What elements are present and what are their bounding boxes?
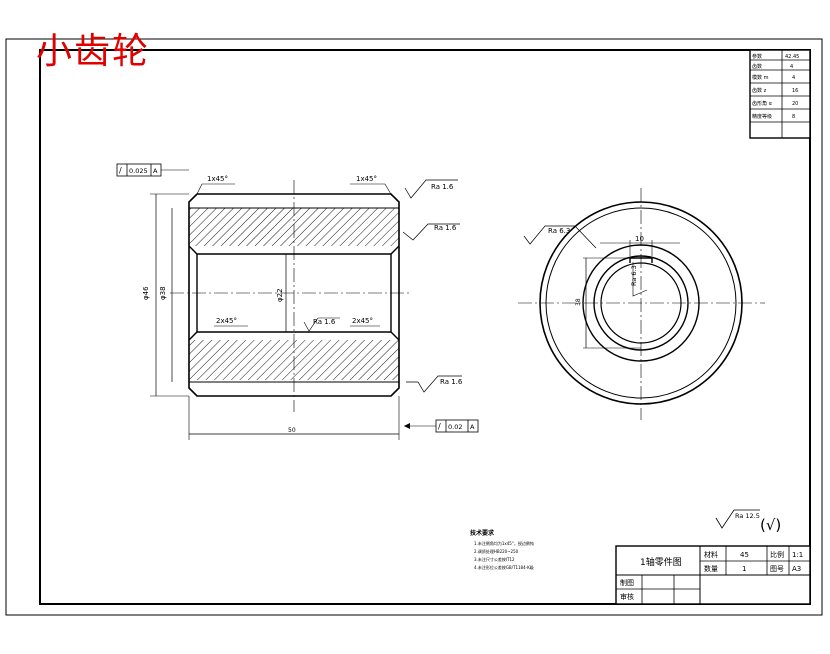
params-label: 齿数 [752, 63, 762, 70]
params-value: 4 [790, 64, 793, 70]
runout-top: / 0.025 A [116, 163, 189, 177]
dim-bore: φ22 [276, 288, 284, 302]
chamfer-br: 2x45° [352, 317, 373, 325]
outer-frame [5, 38, 823, 616]
params-label: 模数 m [752, 74, 769, 81]
scale-label: 比例 [770, 550, 784, 559]
note-line: 3.未注尺寸公差按IT12 [474, 556, 515, 562]
drawing-no-value: A3 [792, 565, 801, 573]
sleeve-outline [188, 193, 400, 397]
ra-bottom-right-label: Ra 1.6 [440, 378, 463, 386]
chamfer-tl: 1x45° [207, 175, 228, 183]
tech-notes: 技术要求 1.未注倒角均为1x45°，锐边倒钝 2.调质处理HB220~250 … [470, 529, 534, 570]
params-table: 参数 42.45 齿数 4 模数 m 4 齿数 z 16 齿形角 α 20 精度… [749, 49, 811, 139]
svg-text:/: / [119, 166, 122, 175]
params-label: 齿形角 α [752, 100, 773, 107]
ra-general-paren: (√) [760, 516, 781, 534]
params-value: 16 [792, 88, 798, 94]
ra-general-label: Ra 12.5 [735, 512, 760, 520]
ra-general: Ra 12.5 (√) [715, 509, 781, 534]
material-value: 45 [740, 551, 749, 559]
inner-frame [39, 49, 811, 605]
drawn-label: 制图 [620, 578, 634, 587]
note-line: 2.调质处理HB220~250 [474, 548, 519, 554]
section-view: φ46 φ38 φ22 50 1x45° 1x45° 2x45° 2x45° R… [142, 175, 410, 440]
dim-mid: φ38 [159, 286, 167, 300]
params-head-1: 参数 [752, 53, 762, 60]
params-value: 20 [792, 101, 798, 107]
ra-top-right: Ra 1.6 [404, 179, 458, 199]
ra-top-right-label: Ra 1.6 [431, 183, 454, 191]
params-label: 齿数 z [752, 87, 767, 94]
runout-bottom: / 0.02 A [404, 419, 479, 433]
part-name: 1轴零件图 [640, 556, 682, 568]
note-line: 1.未注倒角均为1x45°，锐边倒钝 [474, 540, 534, 546]
svg-text:/: / [438, 422, 441, 431]
ra-bottom-right: Ra 1.6 [406, 375, 463, 393]
ra-mid-right: Ra 1.6 [402, 223, 460, 241]
runout-top-value: 0.025 [129, 167, 148, 175]
ra-circle: Ra 6.3 [548, 227, 570, 235]
drawing-no-label: 图号 [770, 565, 784, 573]
qty-value: 1 [742, 565, 746, 573]
chamfer-bl: 2x45° [216, 317, 237, 325]
scale-value: 1:1 [792, 551, 803, 559]
title-block: 1轴零件图 材料 45 比例 1:1 数量 1 图号 A3 制图 审核 [615, 545, 811, 605]
checked-label: 审核 [620, 592, 634, 601]
chamfer-tr: 1x45° [356, 175, 377, 183]
dim-key-width: 10 [635, 235, 644, 243]
material-label: 材料 [704, 550, 718, 559]
drawing-title: 小齿轮 [36, 31, 151, 72]
params-head-2: 42.45 [785, 54, 799, 60]
dim-length: 50 [288, 427, 296, 434]
runout-top-datum: A [153, 167, 158, 175]
end-view: 10 38 Ra 6.3 Ra 6.3 [518, 188, 765, 420]
qty-label: 数量 [704, 564, 718, 573]
dim-key-depth: 38 [575, 298, 582, 306]
ra-keyway: Ra 6.3 [630, 265, 638, 286]
dim-outer: φ46 [142, 286, 150, 300]
notes-heading: 技术要求 [470, 529, 495, 537]
params-label: 精度等级 [752, 113, 772, 120]
runout-bottom-value: 0.02 [448, 423, 462, 431]
runout-bottom-datum: A [470, 423, 475, 431]
params-value: 4 [792, 75, 795, 81]
ra-mid-right-label: Ra 1.6 [434, 224, 457, 232]
ra-bore: Ra 1.6 [313, 318, 336, 326]
note-line: 4.未注形位公差按GB/T1184-K级 [474, 564, 534, 570]
params-value: 8 [792, 114, 795, 120]
